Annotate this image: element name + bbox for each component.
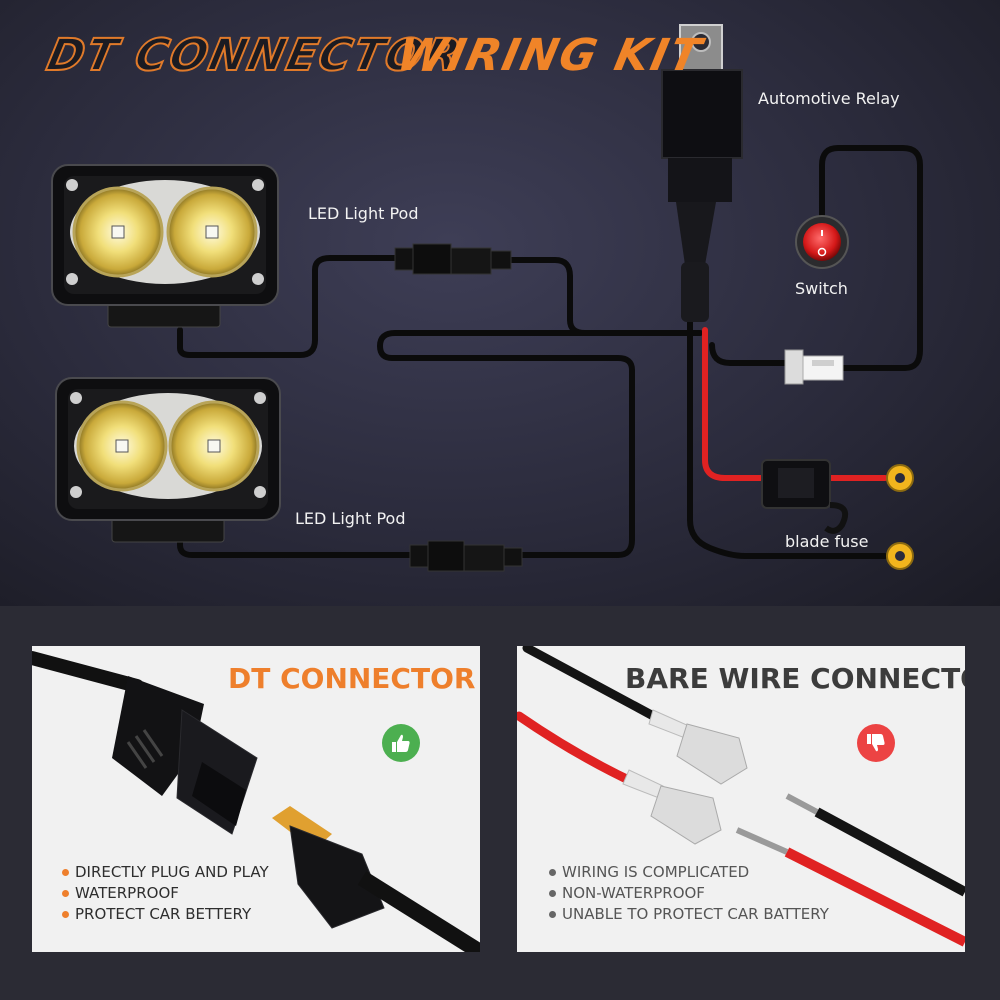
ring-terminal: [886, 542, 914, 570]
feature-text: PROTECT CAR BETTERY: [75, 905, 252, 923]
title-wiring-kit: WIRING KIT: [392, 30, 708, 81]
pod-top-label: LED Light Pod: [308, 204, 419, 223]
bare-wire-illustration: [517, 646, 965, 947]
feature-item: WATERPROOF: [62, 883, 269, 904]
bullet-icon: [549, 911, 556, 918]
wiring-diagram: [51, 24, 923, 572]
black-wires: [177, 145, 923, 559]
wiring-diagram-section: DT CONNECTOR WIRING KIT Automotive Relay…: [0, 0, 1000, 606]
thumbs-down-icon: [857, 724, 895, 762]
fuse-label: blade fuse: [785, 532, 869, 551]
feature-text: NON-WATERPROOF: [562, 884, 705, 902]
bullet-icon: [62, 869, 69, 876]
feature-item: DIRECTLY PLUG AND PLAY: [62, 862, 269, 883]
bullet-icon: [549, 890, 556, 897]
bare-wire-panel: BARE WIRE CONNECTOR WIRING IS COMPLICATE…: [517, 646, 965, 952]
rocker-switch: [795, 215, 849, 269]
dt-connector-heading: DT CONNECTOR: [228, 662, 476, 695]
ring-terminal: [886, 464, 914, 492]
bare-feature-list: WIRING IS COMPLICATED NON-WATERPROOF UNA…: [549, 862, 829, 925]
thumbs-up-icon: [382, 724, 420, 762]
bullet-icon: [62, 890, 69, 897]
feature-item: PROTECT CAR BETTERY: [62, 904, 269, 925]
feature-item: UNABLE TO PROTECT CAR BATTERY: [549, 904, 829, 925]
bullet-icon: [549, 869, 556, 876]
feature-text: WIRING IS COMPLICATED: [562, 863, 750, 881]
comparison-section: DT CONNECTOR DIRECTLY PLUG AND PLAY WATE…: [0, 606, 1000, 1000]
dt-connector-illustration: [32, 651, 480, 952]
dt-feature-list: DIRECTLY PLUG AND PLAY WATERPROOF PROTEC…: [62, 862, 269, 925]
blade-fuse-holder: [761, 459, 848, 534]
led-light-pod: [55, 377, 281, 543]
bullet-icon: [62, 911, 69, 918]
feature-item: NON-WATERPROOF: [549, 883, 829, 904]
switch-label: Switch: [795, 279, 848, 298]
feature-item: WIRING IS COMPLICATED: [549, 862, 829, 883]
red-power-wire: [702, 327, 888, 481]
pod-bottom-label: LED Light Pod: [295, 509, 406, 528]
relay-label: Automotive Relay: [758, 89, 900, 108]
dt-connector: [394, 243, 512, 275]
led-light-pod: [51, 164, 279, 328]
feature-text: DIRECTLY PLUG AND PLAY: [75, 863, 269, 881]
feature-text: UNABLE TO PROTECT CAR BATTERY: [562, 905, 829, 923]
bare-wire-heading: BARE WIRE CONNECTOR: [625, 662, 965, 695]
switch-harness-connector: [784, 349, 844, 385]
feature-text: WATERPROOF: [75, 884, 179, 902]
automotive-relay: [661, 24, 743, 322]
dt-connector-panel: DT CONNECTOR DIRECTLY PLUG AND PLAY WATE…: [32, 646, 480, 952]
dt-connector: [409, 540, 523, 572]
